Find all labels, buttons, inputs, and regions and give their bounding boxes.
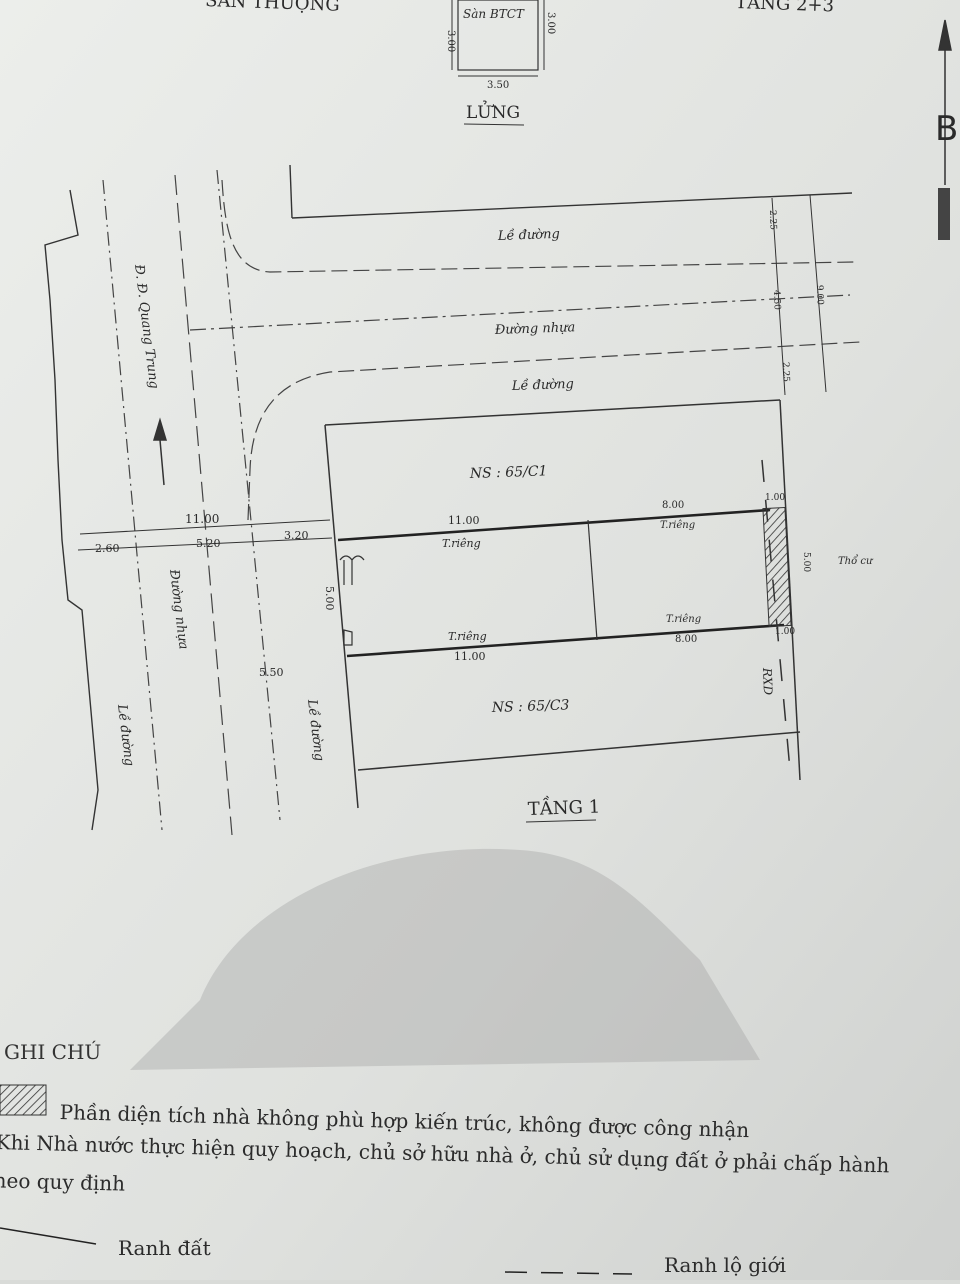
top-sidewalk-label-1: Lề đường	[497, 226, 561, 244]
t-rieng-label-2: T.riêng	[660, 520, 695, 531]
lot-right-boundary	[779, 399, 801, 781]
street-dash-c	[216, 169, 281, 821]
top-left-cut-label: SÂN THƯỢNG	[205, 0, 340, 16]
dim-550-label: 5.50	[259, 666, 284, 679]
road-width-dimline	[771, 197, 786, 396]
dim-1100-top-label: 11.00	[448, 514, 480, 527]
street-centerline-a	[102, 179, 163, 831]
dim-900: 9.00	[814, 285, 825, 306]
north-arrow-bar	[938, 188, 950, 240]
dim-1100-bottom-label: 11.00	[454, 650, 486, 663]
rxd-label: RXD	[760, 667, 775, 696]
neighbor-bottom-label: NS : 65/C3	[491, 697, 570, 716]
dim-320-label: 3.20	[284, 529, 309, 542]
top-sidewalk-label-2: Lề đường	[511, 376, 575, 394]
curb-curve-top	[221, 179, 856, 273]
legend-line-3: theo quy định	[0, 1168, 126, 1196]
dim-800-bottom-label: 8.00	[675, 634, 697, 645]
dim-100-bottom-label: 1.00	[775, 627, 795, 637]
dim-1100-left-label: 11.00	[185, 512, 219, 526]
parcel-top-wall	[337, 508, 771, 542]
top-road-label: Đường nhựa	[494, 320, 576, 338]
street-sidewalk-label-left: Lề đường	[114, 703, 138, 767]
t-rieng-label-1: T.riêng	[442, 537, 481, 550]
lot-top-boundary	[324, 399, 781, 426]
floor-title-underline	[525, 819, 597, 823]
dim-225-top: 2.25	[767, 210, 778, 231]
legend-ranh-dat-line	[0, 1227, 97, 1245]
north-arrow-icon	[938, 19, 952, 185]
dim-225-bottom: 2.25	[780, 362, 791, 383]
street-sidewalk-label-right: Lề đường	[304, 698, 328, 762]
north-arrow-letter: B	[935, 109, 958, 149]
dim-450: 4.50	[771, 290, 782, 311]
top-lot-line	[291, 192, 853, 219]
direction-arrow-icon	[152, 417, 168, 486]
parcel-divider	[587, 519, 598, 641]
road-total-dimline	[809, 194, 827, 393]
slab-dim-bottom-label: 3.50	[487, 80, 509, 91]
mezzanine-title: LỬNG	[466, 100, 520, 123]
dim-street-line	[77, 537, 333, 551]
tho-cu-label: Thổ cư	[838, 555, 874, 567]
left-boundary-jagged	[44, 189, 99, 831]
shadow	[130, 848, 760, 1070]
slab-dim-right-label: 3.00	[545, 12, 556, 34]
dim-100-top-label: 1.00	[765, 493, 785, 503]
dim-1100-left-line	[79, 519, 331, 535]
dim-260-label: 2.60	[95, 542, 120, 555]
t-rieng-label-4: T.riêng	[666, 614, 701, 625]
rxd-line	[761, 459, 791, 771]
top-right-cut-label: TẦNG 2+3	[735, 0, 835, 16]
stair-symbol-icon	[339, 555, 365, 646]
curb-curve-bottom	[247, 341, 861, 521]
dim-800-top-label: 8.00	[662, 500, 684, 511]
slab-dim-left-label: 3.00	[445, 30, 456, 52]
legend-ranh-lo-gioi: Ranh lộ giới	[664, 1253, 786, 1277]
top-boundary	[289, 164, 293, 219]
road-centerline-horizontal	[189, 294, 851, 331]
legend-ranh-dat: Ranh đất	[118, 1236, 211, 1260]
lot-left-boundary	[324, 424, 359, 809]
legend-hatch-swatch	[0, 1084, 47, 1116]
dim-500-right-label: 5.00	[801, 552, 811, 572]
neighbor-top-label: NS : 65/C1	[469, 463, 548, 482]
parcel-bottom-wall	[346, 623, 785, 658]
lot-bottom-boundary	[357, 731, 801, 771]
slab-label: Sàn BTCT	[463, 7, 525, 21]
t-rieng-label-3: T.riêng	[448, 630, 487, 643]
non-conforming-hatch	[762, 506, 792, 628]
legend-ranh-lo-gioi-line	[504, 1271, 633, 1275]
dim-500-left-label: 5.00	[323, 586, 336, 611]
dim-520-label: 5.20	[196, 537, 221, 550]
legend-title: GHI CHÚ	[4, 1040, 102, 1064]
mezzanine-title-underline	[463, 123, 525, 126]
slab-box	[457, 0, 539, 71]
